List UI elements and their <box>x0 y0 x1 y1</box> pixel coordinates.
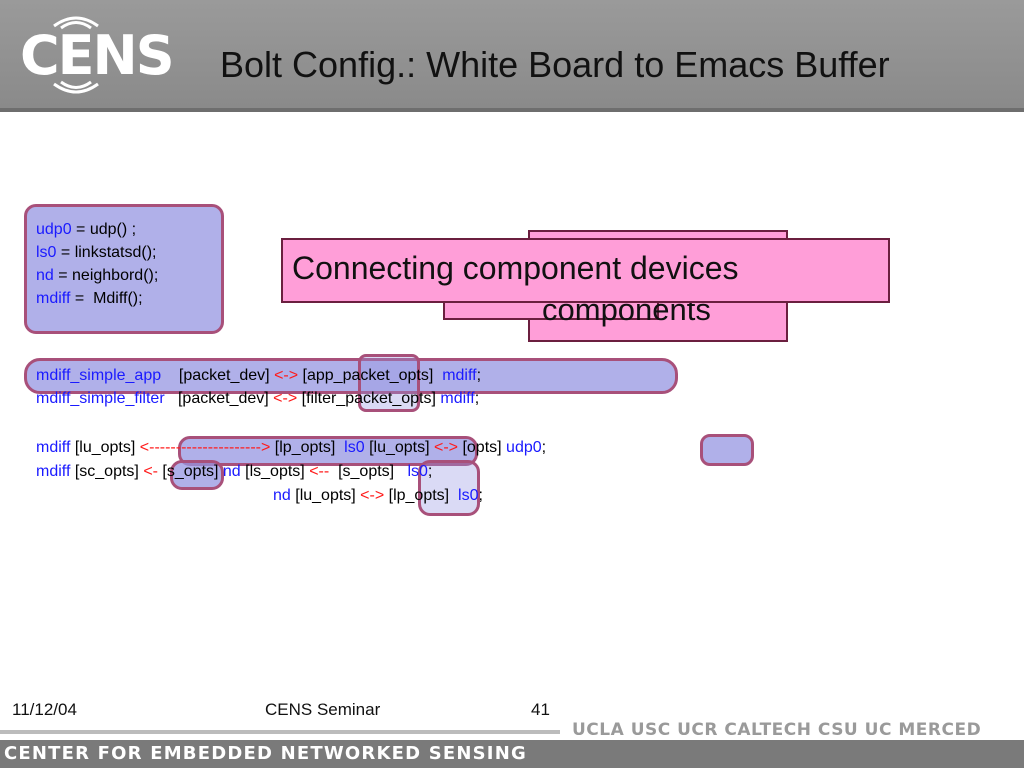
callout-front <box>281 238 890 303</box>
code-line-5: nd [lu_opts] <-> [lp_opts] ls0; <box>273 487 483 504</box>
page-number: 41 <box>531 700 550 719</box>
slide-header <box>0 0 1024 108</box>
decl-line: ls0 = linkstatsd(); <box>36 244 157 261</box>
decl-line: mdiff = Mdiff(); <box>36 290 143 307</box>
wave-icon <box>53 16 99 30</box>
highlight-lp-box <box>418 460 480 516</box>
footer-bar-text: CENTER FOR EMBEDDED NETWORKED SENSING <box>4 743 527 764</box>
footer-seminar: CENS Seminar <box>265 700 381 719</box>
wave-icon-bottom <box>53 80 99 94</box>
code-line-3: mdiff [lu_opts] <---------------------> … <box>36 439 547 456</box>
footer-bar <box>0 740 1024 768</box>
footer-universities: UCLA USC UCR CALTECH CSU UC MERCED <box>572 720 982 740</box>
cens-logo: CENS <box>10 8 175 100</box>
highlight-line-app <box>24 358 678 394</box>
footer-divider <box>0 730 560 734</box>
declarations-code: udp0 = udp() ; ls0 = linkstatsd(); nd = ne… <box>36 218 158 310</box>
code-line-1: mdiff_simple_app [packet_dev] <-> [app_p… <box>36 367 482 384</box>
logo-text: CENS <box>20 24 175 87</box>
highlight-app-box <box>358 354 420 412</box>
declarations-box <box>24 204 224 334</box>
decl-line: nd = neighbord(); <box>36 267 159 284</box>
highlight-udp0 <box>700 434 754 466</box>
footer-date: 11/12/04 <box>12 700 77 719</box>
code-line-2: mdiff_simple_filter [packet_dev] <-> [fi… <box>36 390 480 407</box>
decl-line: udp0 = udp() ; <box>36 221 137 238</box>
header-divider <box>0 108 1024 112</box>
slide-title: Bolt Config.: White Board to Emacs Buffe… <box>220 44 890 85</box>
callout-front-text: Connecting component devices <box>292 250 739 286</box>
highlight-sc-s <box>170 460 224 490</box>
code-line-4: mdiff [sc_opts] <- [s_opts] nd [ls_opts]… <box>36 463 433 480</box>
